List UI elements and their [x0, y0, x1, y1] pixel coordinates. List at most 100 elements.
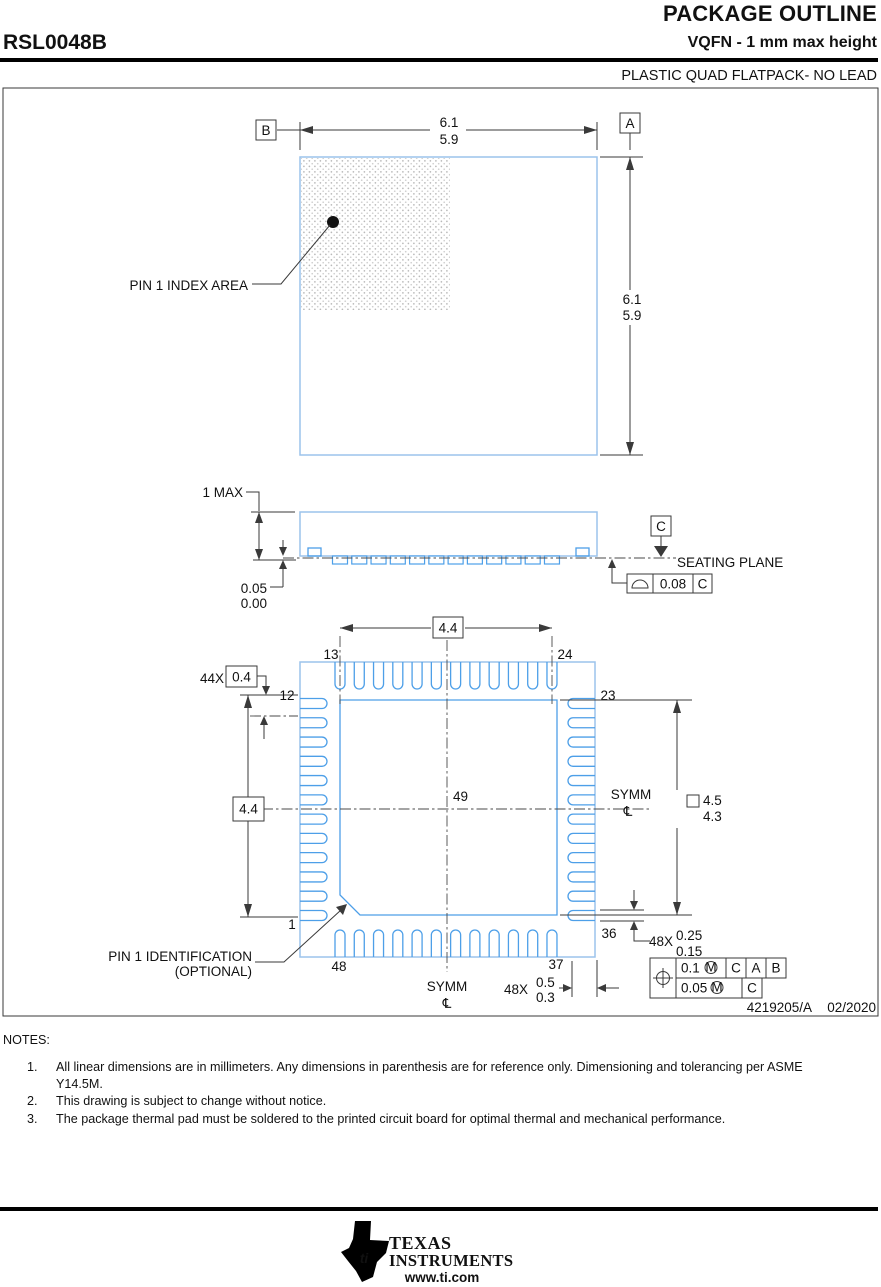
position-tolerance-row2: 0.05: [681, 981, 707, 996]
symm-label-right: SYMM: [611, 787, 652, 802]
corner-lead: [575, 547, 590, 557]
qfn-pad-top: [507, 662, 520, 690]
square-symbol: [686, 794, 700, 808]
datum-c-label: C: [656, 519, 666, 534]
basic-dim-box: [232, 796, 265, 822]
pad-row-top: [334, 662, 558, 690]
qfn-pad-left: [300, 909, 328, 922]
fcf-leader: [611, 568, 627, 584]
footer-rule: [0, 1207, 878, 1211]
side-lead: [408, 555, 426, 565]
qfn-pad-top: [449, 662, 462, 690]
lead-width-count: 48X: [649, 934, 673, 949]
qfn-pad-left: [300, 794, 328, 806]
qfn-pad-bottom: [372, 929, 385, 957]
position-symbol-icon: [653, 968, 673, 988]
standoff-min: 0.00: [241, 596, 267, 611]
arrowhead: [626, 442, 634, 455]
qfn-pad-right: [567, 890, 595, 902]
datum-triangle: [654, 546, 668, 557]
qfn-pad-left: [300, 755, 328, 767]
note-text: The package thermal pad must be soldered…: [56, 1111, 726, 1126]
qfn-pad-left: [300, 852, 328, 864]
pin-label-37: 37: [548, 957, 563, 972]
note-text: This drawing is subject to change withou…: [56, 1094, 327, 1109]
thermal-pad-label: 49: [453, 789, 468, 804]
thermal-size-max: 4.5: [703, 793, 722, 808]
qfn-pad-right: [567, 736, 595, 748]
package-body-side: [299, 511, 598, 557]
qfn-pad-bottom: [527, 929, 539, 957]
arrowhead: [336, 904, 347, 915]
height-max-label: 1 MAX: [202, 485, 243, 500]
note-number: 2.: [27, 1094, 38, 1109]
side-lead: [466, 555, 483, 565]
pin-label-24: 24: [557, 647, 573, 662]
arrowhead: [630, 901, 638, 910]
qfn-pad-bottom: [449, 929, 462, 957]
qfn-pad-left: [300, 871, 328, 883]
side-lead-row: [331, 555, 561, 565]
position-datum-a: A: [751, 961, 760, 976]
qfn-pad-bottom: [430, 929, 442, 957]
pin-label-12: 12: [279, 688, 294, 703]
leader: [246, 491, 260, 511]
flatness-icon: [631, 579, 649, 589]
package-body-bottom: [299, 661, 596, 958]
arrowhead: [673, 700, 681, 713]
flatness-symbol-cell: [626, 573, 654, 594]
notes-section: NOTES: 1. All linear dimensions are in m…: [3, 1033, 873, 1128]
mmc-modifier-row1: M: [705, 960, 716, 975]
pin1-id-label-line1: PIN 1 IDENTIFICATION: [108, 949, 252, 964]
qfn-pad-right: [567, 774, 595, 787]
qfn-pad-right: [567, 832, 595, 845]
qfn-pad-top: [334, 662, 346, 690]
arrowhead: [563, 984, 572, 992]
leader: [257, 675, 267, 687]
qfn-pad-top: [430, 662, 442, 690]
brand-name-line1: TEXAS: [389, 1233, 452, 1253]
arrowhead: [260, 716, 268, 725]
qfn-pad-bottom: [546, 929, 558, 957]
arrowhead: [340, 624, 353, 632]
side-lead: [505, 555, 522, 565]
qfn-pad-right: [567, 697, 595, 710]
side-lead: [331, 555, 349, 565]
note-item: 2. This drawing is subject to change wit…: [27, 1093, 873, 1110]
mmc-modifier-circle: [710, 981, 724, 994]
package-type: PLASTIC QUAD FLATPACK- NO LEAD: [621, 68, 877, 84]
pitch-count: 44X: [200, 671, 224, 686]
qfn-pad-bottom: [507, 929, 520, 957]
document-date: 02/2020: [827, 1000, 876, 1015]
qfn-pad-right: [567, 871, 595, 883]
arrowhead: [539, 624, 552, 632]
arrowhead: [597, 984, 606, 992]
pin-label-48: 48: [331, 959, 346, 974]
side-lead: [524, 555, 541, 565]
position-tolerance-row1: 0.1: [681, 961, 700, 976]
page-title: PACKAGE OUTLINE: [662, 1, 877, 26]
centerline-symbol-bottom: ℄: [442, 996, 452, 1011]
arrowhead: [300, 126, 313, 134]
basic-dim-box: [432, 616, 464, 639]
side-height-min: 5.9: [623, 308, 642, 323]
position-tolerance-frame: 0.1 M C A B 0.05 M C: [649, 957, 787, 999]
qfn-pad-left: [300, 774, 328, 787]
document-number: 4219205/A: [747, 1000, 812, 1015]
lead-length-count: 48X: [504, 982, 528, 997]
arrowhead: [584, 126, 597, 134]
qfn-pad-right: [567, 852, 595, 864]
pin1-index-area-stipple: [301, 158, 450, 310]
qfn-pad-right: [567, 794, 595, 806]
pad-column-left: [300, 697, 328, 922]
qfn-pad-right: [567, 813, 595, 825]
note-number: 3.: [27, 1111, 38, 1126]
qfn-pad-top: [392, 662, 404, 690]
side-lead: [389, 555, 406, 565]
ti-logo: ti: [341, 1221, 389, 1282]
qfn-pad-top: [469, 662, 481, 690]
side-lead: [447, 555, 464, 565]
lead-length-max: 0.5: [536, 975, 555, 990]
pad-row-bottom: [334, 929, 558, 957]
